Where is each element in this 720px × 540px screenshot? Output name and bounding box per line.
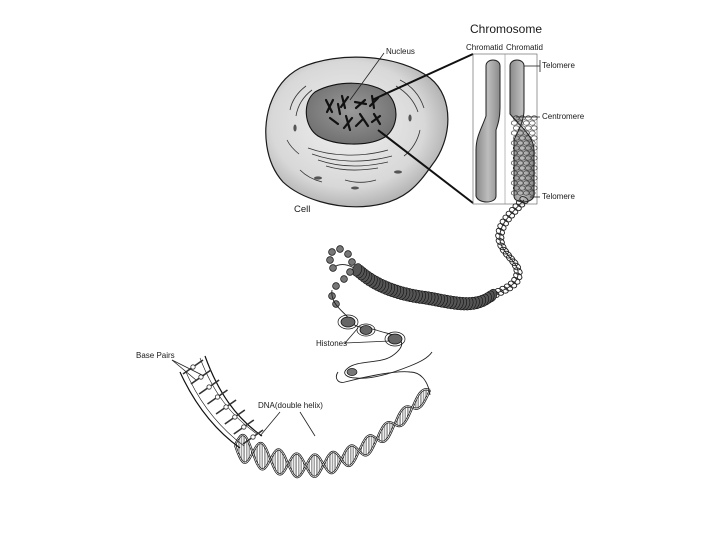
telomere-top-label: Telomere [542,61,575,70]
dna-leader-1 [259,411,281,437]
chromatid-left-label: Chromatid [466,43,503,52]
zoom-line-bottom [377,129,474,204]
supercoil-loops [490,196,529,298]
nucleosome [356,323,376,337]
telomere-bottom-label: Telomere [542,192,575,201]
nucleus-chromosomes [324,94,382,132]
dna-leader-2 [299,411,316,437]
dna-double-helix [233,371,432,479]
nucleosome [337,314,359,330]
dna-label: DNA(double helix) [258,401,323,410]
solenoid-fiber [351,263,498,311]
nucleus-leader [349,52,385,101]
centromere-label: Centromere [542,112,585,121]
chromatid-right-label: Chromatid [506,43,543,52]
linker-dna [331,289,433,379]
nucleosome [384,331,406,347]
base-pair-ladder [179,355,264,449]
chromatin-coils [510,115,538,196]
chromosome-title: Chromosome [470,22,542,36]
histones-label: Histones [316,339,347,348]
endoplasmic-reticulum [286,79,425,183]
nucleosome [346,368,358,376]
cell-label: Cell [294,204,310,215]
nucleosome-beads [326,245,356,308]
base-pairs-leader-2 [171,359,205,377]
chromosome-panel [472,53,538,205]
base-pairs [182,359,264,445]
cell [265,56,449,208]
organelles [293,114,412,190]
chromatid-left [475,59,501,203]
histones-group [331,289,433,379]
histones-leader-1 [344,327,359,344]
histones-leader-2 [344,340,391,344]
nucleus-label: Nucleus [386,47,415,56]
supercoil-path [332,199,525,305]
zoom-line-top [371,53,474,101]
base-pairs-leader-1 [171,359,197,381]
nucleus [305,82,397,145]
base-pairs-label: Base Pairs [136,351,175,360]
chromatin-fiber [326,196,529,311]
